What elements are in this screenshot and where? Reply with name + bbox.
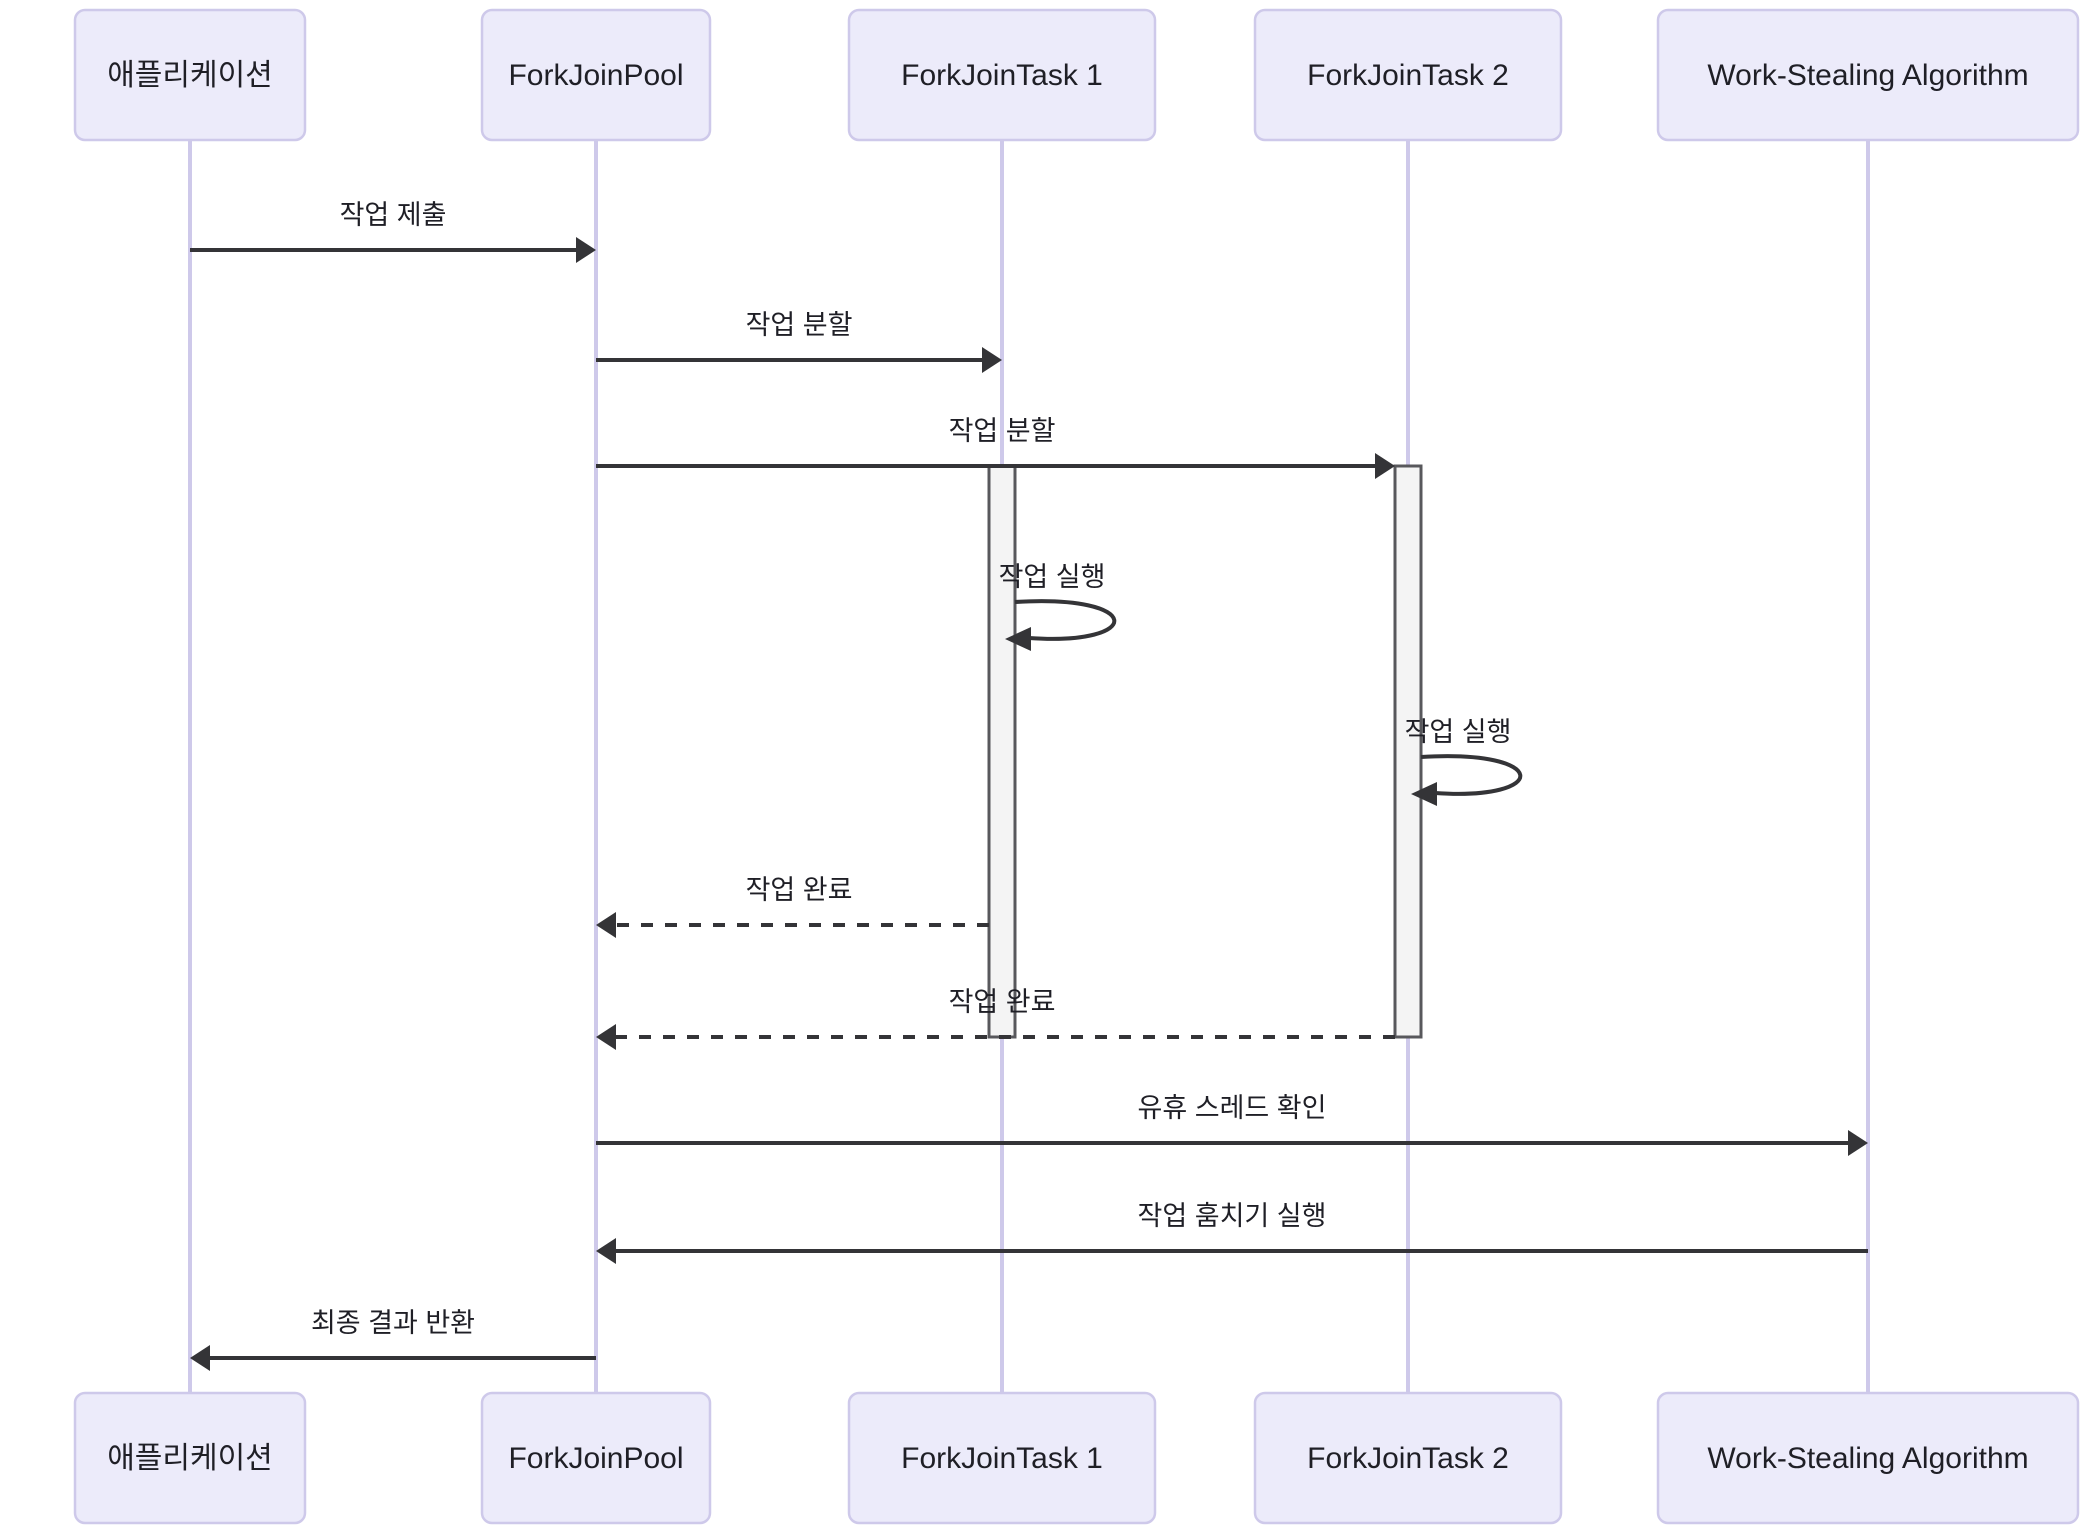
arrowhead-icon bbox=[596, 1238, 616, 1264]
actor-boxes-bottom: 애플리케이션 ForkJoinPool ForkJoinTask 1 ForkJoin… bbox=[73, 1391, 2080, 1525]
actor-label-forkjoinpool: ForkJoinPool bbox=[508, 59, 683, 92]
message-m4: 작업 실행 bbox=[999, 562, 1117, 651]
actor-label-application: 애플리케이션 bbox=[107, 59, 273, 92]
arrowhead-icon bbox=[1375, 453, 1395, 479]
message-m8: 유휴 스레드 확인 bbox=[596, 1093, 1868, 1156]
actor-label-forkjointask1: ForkJoinTask 1 bbox=[901, 59, 1103, 92]
arrowhead-icon bbox=[1005, 627, 1031, 651]
arrowhead-icon bbox=[1848, 1130, 1868, 1156]
actor-box-application[interactable] bbox=[73, 1391, 307, 1525]
message-label: 작업 분할 bbox=[746, 310, 853, 340]
message-m2: 작업 분할 bbox=[596, 310, 1002, 373]
actor-box-workstealing[interactable] bbox=[1656, 8, 2080, 142]
message-m5: 작업 실행 bbox=[1405, 717, 1523, 806]
lifelines-group bbox=[188, 140, 1870, 1393]
message-m10: 최종 결과 반환 bbox=[190, 1308, 596, 1371]
actor-label-forkjointask1: ForkJoinTask 1 bbox=[901, 1442, 1103, 1475]
arrowhead-icon bbox=[1411, 782, 1437, 806]
arrowhead-icon bbox=[596, 912, 616, 938]
message-m3: 작업 분할 bbox=[596, 416, 1395, 479]
message-label: 작업 훔치기 실행 bbox=[1138, 1201, 1327, 1231]
arrowhead-icon bbox=[596, 1024, 616, 1050]
actor-box-forkjointask2[interactable] bbox=[1253, 8, 1563, 142]
message-label: 작업 실행 bbox=[1405, 717, 1512, 747]
actor-label-forkjointask2: ForkJoinTask 2 bbox=[1307, 1442, 1509, 1475]
message-m9: 작업 훔치기 실행 bbox=[596, 1201, 1868, 1264]
activation-bar-forkjointask1 bbox=[987, 464, 1017, 1039]
actor-box-forkjoinpool[interactable] bbox=[480, 1391, 712, 1525]
self-loop-path bbox=[1420, 754, 1523, 796]
actor-label-workstealing: Work-Stealing Algorithm bbox=[1707, 59, 2028, 92]
message-m7: 작업 완료 bbox=[596, 987, 1395, 1050]
actor-label-forkjointask2: ForkJoinTask 2 bbox=[1307, 59, 1509, 92]
message-label: 작업 완료 bbox=[949, 987, 1056, 1017]
actor-box-forkjoinpool[interactable] bbox=[480, 8, 712, 142]
activation-bar-forkjointask2 bbox=[1393, 464, 1423, 1039]
actor-label-forkjoinpool: ForkJoinPool bbox=[508, 1442, 683, 1475]
message-label: 작업 실행 bbox=[999, 562, 1106, 592]
arrowhead-icon bbox=[576, 237, 596, 263]
actor-box-forkjointask1[interactable] bbox=[847, 8, 1157, 142]
self-loop-path bbox=[1014, 599, 1117, 641]
actor-box-application[interactable] bbox=[73, 8, 307, 142]
actor-label-application: 애플리케이션 bbox=[107, 1442, 273, 1475]
message-m6: 작업 완료 bbox=[596, 875, 989, 938]
actor-boxes-top: 애플리케이션 ForkJoinPool ForkJoinTask 1 ForkJoin… bbox=[73, 8, 2080, 142]
actor-label-workstealing: Work-Stealing Algorithm bbox=[1707, 1442, 2028, 1475]
message-m1: 작업 제출 bbox=[190, 200, 596, 263]
message-label: 최종 결과 반환 bbox=[311, 1308, 475, 1338]
arrowhead-icon bbox=[982, 347, 1002, 373]
message-label: 유휴 스레드 확인 bbox=[1138, 1093, 1327, 1123]
actor-box-forkjointask2[interactable] bbox=[1253, 1391, 1563, 1525]
actor-box-forkjointask1[interactable] bbox=[847, 1391, 1157, 1525]
actor-box-workstealing[interactable] bbox=[1656, 1391, 2080, 1525]
message-label: 작업 분할 bbox=[949, 416, 1056, 446]
activations-group bbox=[987, 464, 1423, 1039]
message-label: 작업 완료 bbox=[746, 875, 853, 905]
message-label: 작업 제출 bbox=[340, 200, 447, 230]
arrowhead-icon bbox=[190, 1345, 210, 1371]
